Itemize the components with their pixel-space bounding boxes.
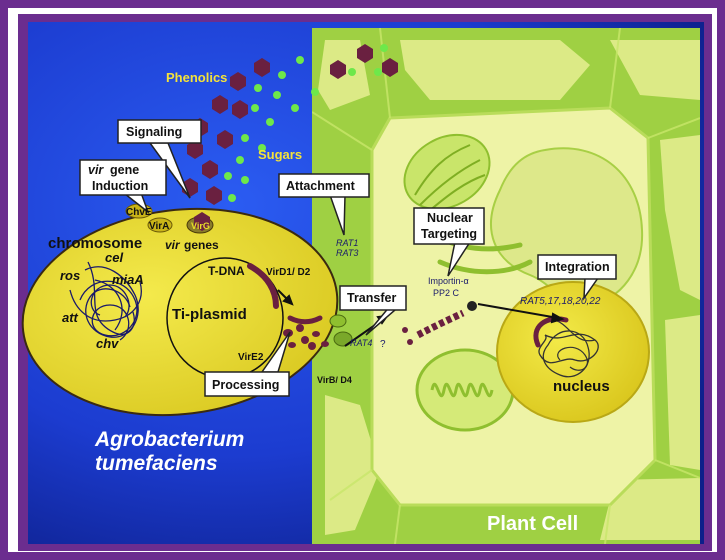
vira-label: VirA xyxy=(149,221,169,232)
miaa-label: miaA xyxy=(112,272,144,287)
attachment-label: Attachment xyxy=(286,179,356,193)
rat4-label: RAT4 xyxy=(350,338,372,348)
sugars-label: Sugars xyxy=(258,147,302,162)
ros-label: ros xyxy=(60,268,80,283)
integration-label: Integration xyxy=(545,260,610,274)
agrobacterium-name-line1: Agrobacterium xyxy=(94,428,244,451)
vir-gene-induction-line2: Induction xyxy=(92,179,148,193)
plant-cell-label: Plant Cell xyxy=(487,513,578,535)
ti-plasmid-label: Ti-plasmid xyxy=(172,306,247,323)
cel-label: cel xyxy=(105,250,123,265)
rat3-label: RAT3 xyxy=(336,248,358,258)
nucleus-label: nucleus xyxy=(553,378,610,395)
vir-gene-induction-gene: gene xyxy=(110,163,139,177)
vir-genes-text: genes xyxy=(184,238,219,252)
t-dna-label: T-DNA xyxy=(208,264,245,278)
att-label: att xyxy=(62,310,79,325)
chromosome-label: chromosome xyxy=(48,235,142,252)
vire2-label: VirE2 xyxy=(238,352,264,363)
phenolics-label: Phenolics xyxy=(166,70,227,85)
pp2c-label: PP2 C xyxy=(433,288,460,298)
rat-list-label: RAT5,17,18,20,22 xyxy=(520,296,601,307)
vird1-d2-label: VirD1/ D2 xyxy=(266,267,311,278)
nuclear-targeting-line1: Nuclear xyxy=(427,211,473,225)
rat1-label: RAT1 xyxy=(336,238,358,248)
chve-label: ChvE xyxy=(126,207,152,218)
importin-label: Importin-α xyxy=(428,276,469,286)
nuclear-targeting-line2: Targeting xyxy=(421,227,477,241)
agrobacterium-name-line2: tumefaciens xyxy=(95,452,218,475)
rat4-question-label: ? xyxy=(380,339,386,350)
vir-gene-induction-vir: vir xyxy=(88,163,104,177)
virb-d4-label: VirB/ D4 xyxy=(317,375,352,385)
transfer-label: Transfer xyxy=(347,291,396,305)
vir-genes-vir: vir xyxy=(165,238,181,252)
chv-label: chv xyxy=(96,336,119,351)
processing-label: Processing xyxy=(212,378,279,392)
virg-label: VirG xyxy=(191,221,210,231)
signaling-label: Signaling xyxy=(126,125,182,139)
